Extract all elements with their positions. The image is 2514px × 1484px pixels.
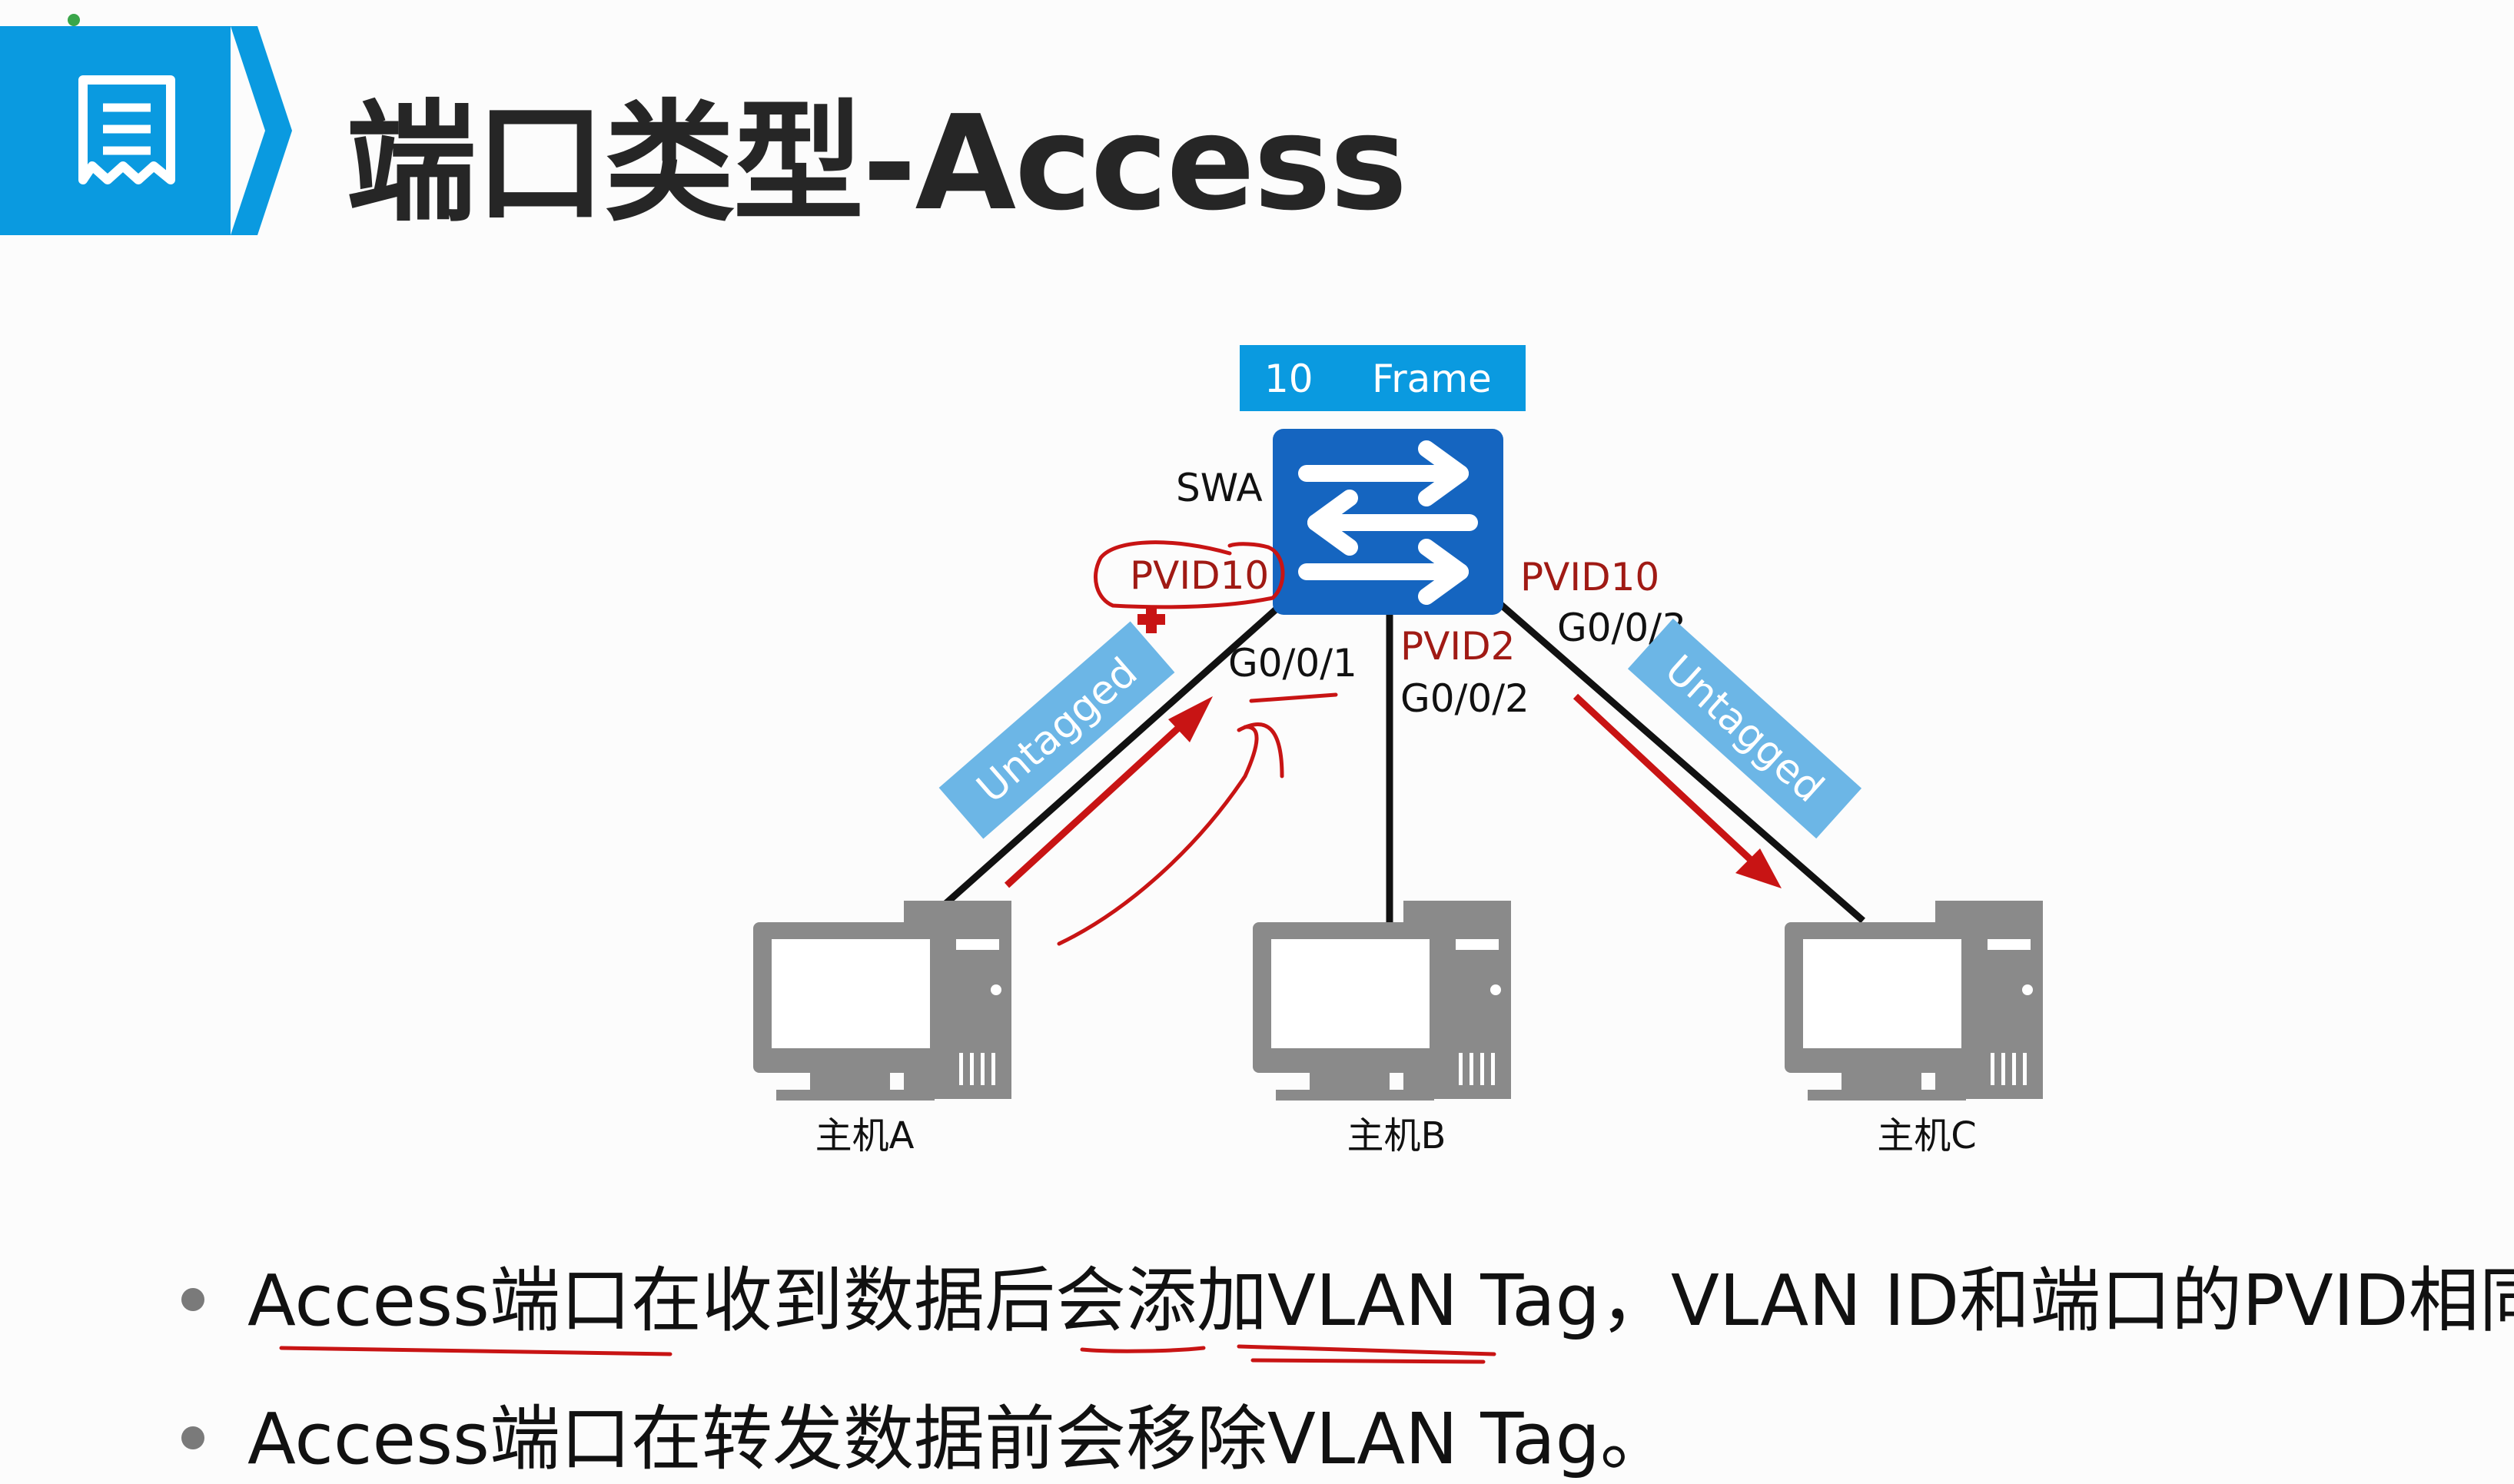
header-chevron [231, 26, 292, 235]
link-c [1498, 601, 1865, 924]
egress-arrow [1572, 693, 1782, 888]
handwritten-annotations [279, 540, 1496, 1364]
host-b-label: 主机B [1347, 1114, 1446, 1157]
link-a [942, 601, 1284, 908]
document-icon [78, 75, 175, 184]
port3-pvid: PVID10 [1520, 555, 1659, 599]
bullet-dot-1 [181, 1288, 204, 1311]
port1-name: G0/0/1 [1228, 641, 1357, 686]
page-title: 端口类型-Access [346, 88, 1407, 240]
port2-pvid: PVID2 [1400, 624, 1515, 669]
plus-annotation [1137, 606, 1165, 633]
frame-label: Frame [1372, 357, 1492, 401]
corner-dot [68, 14, 80, 26]
host-a [753, 901, 1011, 1101]
host-a-label: 主机A [815, 1114, 915, 1157]
untagged-badge-right [1627, 618, 1862, 839]
frame-tag [1240, 345, 1526, 411]
switch-arrows-icon [1298, 440, 1478, 605]
untagged-badge-left [938, 621, 1175, 839]
untagged-label-left: Untagged [968, 649, 1146, 812]
untagged-label-right: Untagged [1656, 646, 1832, 812]
host-c [1785, 901, 2043, 1101]
bullet-text-1: Access端口在收到数据后会添加VLAN Tag，VLAN ID和端口的PVI… [247, 1260, 2514, 1342]
port1-pvid: PVID10 [1130, 553, 1269, 598]
host-c-label: 主机C [1877, 1114, 1977, 1157]
ingress-arrow [1004, 696, 1213, 888]
switch-name: SWA [1176, 466, 1263, 510]
host-b [1253, 901, 1511, 1101]
bullet-text-2: Access端口在转发数据前会移除VLAN Tag。 [247, 1398, 1671, 1480]
frame-vlan: 10 [1264, 357, 1313, 401]
bullet-dot-2 [181, 1426, 204, 1449]
port2-name: G0/0/2 [1400, 676, 1529, 721]
